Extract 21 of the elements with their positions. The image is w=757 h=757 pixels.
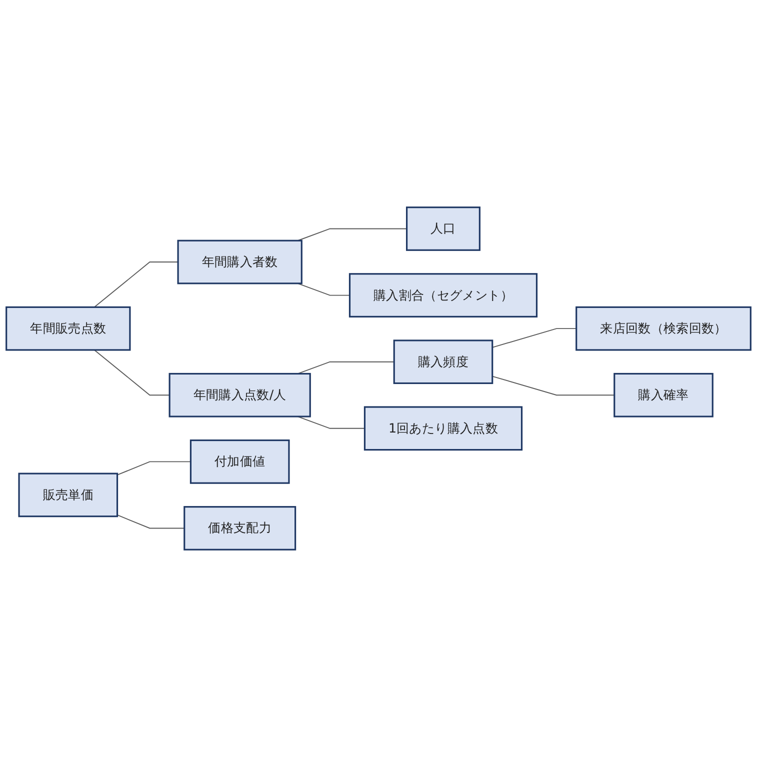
node-box: 年間購入者数: [177, 240, 302, 284]
connector: [492, 376, 615, 396]
connector: [94, 350, 170, 396]
connector: [297, 228, 408, 242]
node-box: 来店回数（検索回数）: [576, 306, 752, 351]
node-box: 年間購入点数/人: [168, 372, 311, 418]
connector: [492, 328, 577, 348]
node-box: 人口: [406, 206, 480, 251]
connector: [297, 361, 395, 374]
connector: [94, 262, 178, 308]
connector: [116, 461, 192, 476]
node-box: 購入確率: [614, 372, 714, 418]
node-box: 販売単価: [18, 472, 118, 518]
node-box: 購入頻度: [393, 340, 494, 384]
connector: [297, 282, 350, 296]
node-box: 購入割合（セグメント）: [348, 273, 538, 318]
connector: [116, 514, 185, 529]
node-box: 年間販売点数: [6, 306, 131, 351]
node-box: 1回あたり購入点数: [364, 406, 523, 451]
node-box: 付加価値: [190, 440, 290, 484]
node-box: 価格支配力: [184, 506, 296, 550]
